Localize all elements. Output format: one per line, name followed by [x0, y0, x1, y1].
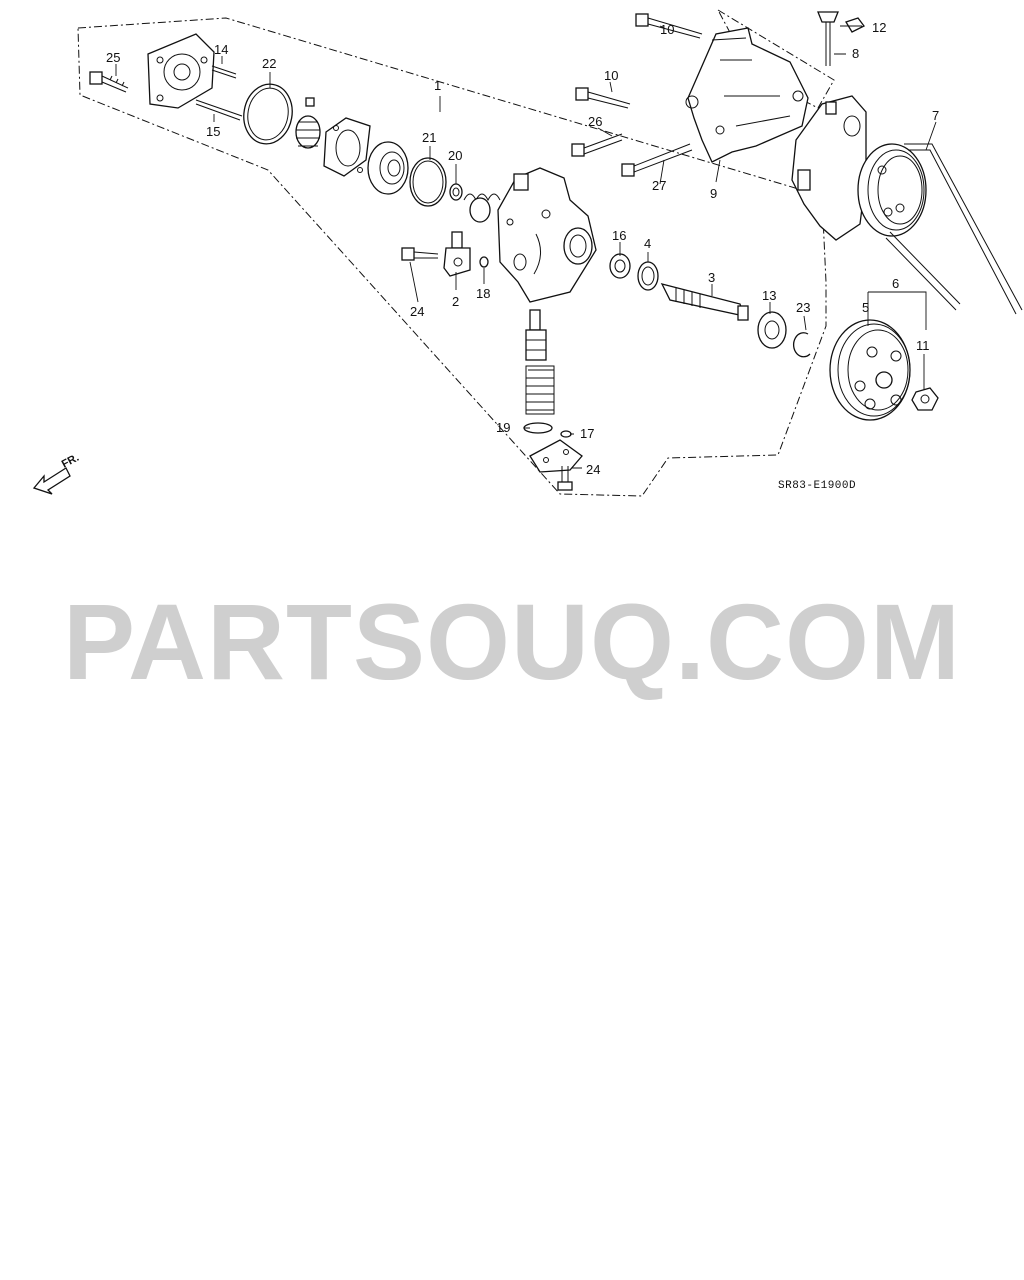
o-ring-21[interactable]: [409, 157, 447, 207]
callout-4: 4: [644, 236, 651, 251]
bolt-27[interactable]: [621, 143, 693, 177]
callout-2: 2: [452, 294, 459, 309]
callout-10-upper: 10: [660, 22, 674, 37]
callout-16: 16: [612, 228, 626, 243]
front-arrow-icon: [32, 467, 71, 495]
valve-spring[interactable]: [525, 365, 555, 415]
spring-20[interactable]: [463, 193, 501, 223]
shaft-3[interactable]: [660, 283, 749, 321]
pump-assembly-installed[interactable]: [791, 95, 867, 241]
pump-body[interactable]: [497, 167, 597, 303]
callout-8: 8: [852, 46, 859, 61]
bolt-26[interactable]: [571, 133, 623, 157]
callout-26: 26: [588, 114, 602, 129]
o-ring-18[interactable]: [479, 256, 489, 268]
callout-12: 12: [872, 20, 886, 35]
nut-12[interactable]: [845, 17, 865, 33]
pin-14[interactable]: [211, 65, 237, 79]
adjusting-bolt-8[interactable]: [817, 11, 839, 66]
callout-22: 22: [262, 56, 276, 71]
cam-ring[interactable]: [323, 117, 371, 177]
callout-23: 23: [796, 300, 810, 315]
pin-15[interactable]: [195, 99, 243, 121]
bolt-10-upper[interactable]: [635, 13, 703, 39]
callout-24-upper: 24: [410, 304, 424, 319]
figure-code: SR83-E1900D: [778, 480, 856, 492]
callout-13: 13: [762, 288, 776, 303]
callout-5: 5: [862, 300, 869, 315]
callout-19: 19: [496, 420, 510, 435]
callout-27: 27: [652, 178, 666, 193]
pulley-5[interactable]: [829, 319, 911, 421]
pump-cover[interactable]: [147, 33, 215, 109]
bolt-24-lower[interactable]: [557, 466, 573, 491]
watermark: PARTSOUQ.COM: [63, 581, 961, 702]
o-ring-17[interactable]: [560, 430, 572, 438]
assembly-boundary: [77, 17, 827, 497]
callout-10-lower: 10: [604, 68, 618, 83]
nut-11[interactable]: [911, 387, 939, 411]
callout-21: 21: [422, 130, 436, 145]
cap-plate[interactable]: [529, 439, 583, 473]
direction-label: FR.: [60, 452, 81, 471]
callout-9: 9: [710, 186, 717, 201]
gasket-4[interactable]: [637, 261, 659, 291]
seal-16[interactable]: [609, 253, 631, 279]
callout-15: 15: [206, 124, 220, 139]
callout-18: 18: [476, 286, 490, 301]
callout-17: 17: [580, 426, 594, 441]
callout-1: 1: [434, 78, 441, 93]
snap-ring-23[interactable]: [793, 332, 811, 358]
callout-3: 3: [708, 270, 715, 285]
pulley-installed[interactable]: [857, 143, 927, 237]
bolt-10-lower[interactable]: [575, 87, 631, 109]
callout-14: 14: [214, 42, 228, 57]
callout-25: 25: [106, 50, 120, 65]
rotor[interactable]: [295, 97, 321, 149]
bearing-13[interactable]: [757, 311, 787, 349]
side-plate[interactable]: [367, 141, 409, 195]
callout-20: 20: [448, 148, 462, 163]
parts-diagram: 1 2 3 4 5 6 7 8 9 10 10 11 12 13 14 15 1…: [32, 8, 1023, 497]
flow-valve[interactable]: [525, 309, 547, 361]
callout-24-lower: 24: [586, 462, 600, 477]
bracket-9[interactable]: [685, 27, 809, 163]
bracket-boundary: [716, 8, 835, 109]
o-ring-22[interactable]: [239, 80, 297, 147]
v-belt-7[interactable]: [885, 143, 1023, 315]
callout-11: 11: [916, 338, 930, 353]
callout-7: 7: [932, 108, 939, 123]
bolt-25[interactable]: [89, 71, 129, 93]
bolt-24-upper[interactable]: [401, 247, 439, 261]
seal-20[interactable]: [449, 183, 463, 201]
fitting-2[interactable]: [443, 231, 471, 277]
callout-6: 6: [892, 276, 899, 291]
